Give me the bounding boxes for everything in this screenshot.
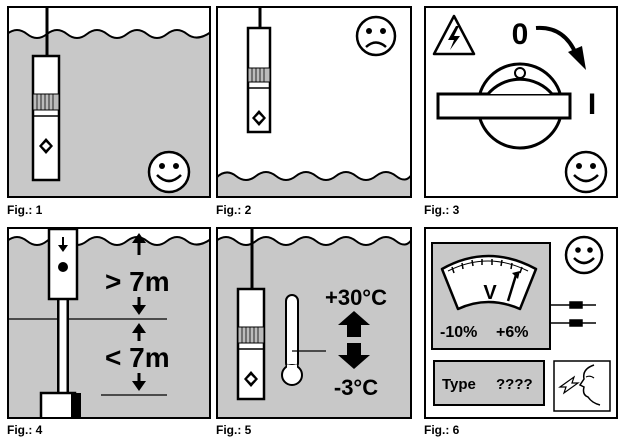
figure-2-caption: Fig.: 2: [216, 203, 252, 217]
thermometer-icon: [281, 294, 326, 386]
figure-4: > 7m < 7m: [7, 227, 211, 419]
figure-5-drawing: +30°C -3°C: [216, 227, 412, 419]
smiley-icon: [564, 150, 608, 194]
figure-3-drawing: 0 I: [424, 6, 618, 198]
sad-face-icon: [355, 15, 397, 57]
switch-on-label: I: [588, 88, 596, 121]
figure-3: 0 I: [424, 6, 618, 198]
figure-1: [7, 6, 211, 198]
switch-knob-icon: [436, 62, 572, 150]
switch-off-label: 0: [512, 18, 529, 51]
type-value: ????: [496, 376, 533, 393]
arrow-down-icon: [132, 297, 146, 315]
type-label: Type: [442, 376, 476, 393]
arrow-up-icon: [132, 323, 146, 341]
pump-icon: [246, 26, 272, 134]
arrow-up-icon: [132, 233, 146, 255]
tolerance-min-label: -10%: [440, 324, 477, 341]
pump-icon: [236, 287, 266, 401]
smiley-icon: [147, 150, 191, 194]
temperature-max-label: +30°C: [325, 285, 387, 310]
arrow-down-icon: [132, 373, 146, 391]
figure-1-caption: Fig.: 1: [7, 203, 43, 217]
figure-5: +30°C -3°C: [216, 227, 412, 419]
high-voltage-warning-icon: [432, 14, 476, 56]
pump-icon: [39, 391, 81, 419]
face-profile-icon: [553, 360, 611, 412]
tolerance-max-label: +6%: [496, 324, 528, 341]
smiley-icon: [564, 235, 604, 275]
figure-4-drawing: > 7m < 7m: [7, 227, 211, 419]
figure-6-drawing: V -10% +6% Type ????: [424, 227, 618, 419]
meter-unit-label: V: [483, 282, 497, 304]
figure-6-caption: Fig.: 6: [424, 423, 460, 437]
temperature-min-label: -3°C: [334, 375, 378, 400]
figure-3-caption: Fig.: 3: [424, 203, 460, 217]
figure-2-drawing: [216, 6, 412, 198]
figure-4-caption: Fig.: 4: [7, 423, 43, 437]
depth-greater-label: > 7m: [105, 266, 170, 297]
depth-less-label: < 7m: [105, 342, 170, 373]
pump-icon: [31, 54, 61, 182]
water: [216, 171, 412, 198]
figure-5-caption: Fig.: 5: [216, 423, 252, 437]
type-plate: [433, 360, 545, 406]
arrow-up-icon: [338, 311, 370, 337]
figure-2: [216, 6, 412, 198]
figure-6: V -10% +6% Type ????: [424, 227, 618, 419]
voltmeter-icon: V: [440, 254, 538, 311]
water: [7, 236, 211, 419]
float-switch: [47, 227, 79, 301]
cable-connector: [550, 301, 596, 327]
arrow-down-icon: [338, 343, 370, 369]
figure-1-drawing: [7, 6, 211, 198]
